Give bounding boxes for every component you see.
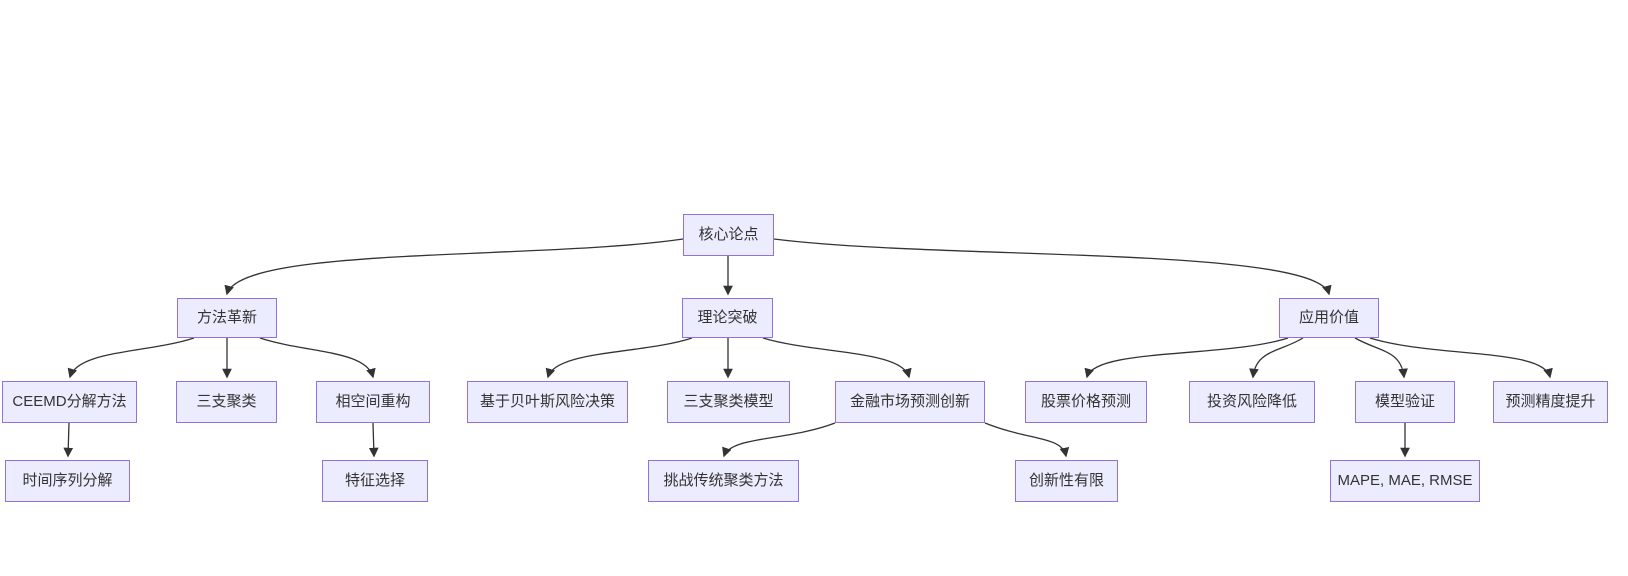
node-label: 三支聚类 — [196, 393, 257, 410]
edge-core-to-application — [773, 238, 1332, 296]
edge-finance-to-limited — [984, 422, 1070, 458]
node-label: 基于贝叶斯风险决策 — [479, 393, 615, 410]
node-limited-innovation: 创新性有限 — [1015, 460, 1118, 502]
edge-theory-to-finance — [762, 337, 912, 379]
edge-phase-to-feature — [368, 422, 379, 458]
node-method-innovation: 方法革新 — [177, 298, 277, 338]
node-label: 模型验证 — [1374, 393, 1435, 410]
edge-theory-to-bayes — [545, 337, 693, 379]
node-label: 三支聚类模型 — [683, 393, 774, 410]
node-label: 核心论点 — [698, 226, 759, 243]
node-time-series-decomposition: 时间序列分解 — [5, 460, 130, 502]
edge-application-to-precision — [1369, 337, 1553, 379]
node-core-thesis: 核心论点 — [683, 214, 774, 256]
edge-application-to-modelval — [1354, 337, 1408, 379]
node-stock-price-prediction: 股票价格预测 — [1025, 381, 1147, 423]
node-feature-selection: 特征选择 — [322, 460, 428, 502]
node-ceemd-decomposition: CEEMD分解方法 — [2, 381, 137, 423]
node-label: MAPE, MAE, RMSE — [1337, 472, 1473, 489]
edge-ceemd-to-timeseries — [63, 422, 74, 458]
node-investment-risk-reduction: 投资风险降低 — [1189, 381, 1315, 423]
edge-core-to-method — [224, 238, 684, 296]
node-label: 股票价格预测 — [1040, 393, 1131, 410]
node-theory-breakthrough: 理论突破 — [682, 298, 773, 338]
node-three-way-clustering: 三支聚类 — [176, 381, 277, 423]
edge-method-to-phase — [259, 337, 376, 379]
edge-application-to-invest — [1249, 337, 1304, 379]
edge-application-to-stock — [1084, 337, 1289, 379]
node-label: 方法革新 — [196, 309, 257, 326]
node-label: 预测精度提升 — [1505, 393, 1596, 410]
node-label: 相空间重构 — [335, 393, 411, 410]
node-forecast-precision: 预测精度提升 — [1493, 381, 1608, 423]
node-label: 应用价值 — [1298, 309, 1359, 326]
node-label: 创新性有限 — [1028, 472, 1104, 489]
node-label: 投资风险降低 — [1206, 393, 1297, 410]
node-bayes-risk-decision: 基于贝叶斯风险决策 — [467, 381, 628, 423]
edge-method-to-ceemd — [67, 337, 195, 379]
node-application-value: 应用价值 — [1279, 298, 1379, 338]
node-three-way-cluster-model: 三支聚类模型 — [667, 381, 790, 423]
node-mape-mae-rmse: MAPE, MAE, RMSE — [1330, 460, 1480, 502]
node-challenge-traditional-clustering: 挑战传统聚类方法 — [648, 460, 799, 502]
node-label: 金融市场预测创新 — [849, 393, 970, 410]
node-model-validation: 模型验证 — [1355, 381, 1455, 423]
node-financial-market-forecast: 金融市场预测创新 — [835, 381, 985, 423]
node-label: 特征选择 — [344, 472, 405, 489]
edge-finance-to-challenge — [722, 422, 836, 458]
node-label: CEEMD分解方法 — [12, 393, 127, 410]
node-label: 理论突破 — [697, 309, 758, 326]
node-label: 挑战传统聚类方法 — [663, 472, 784, 489]
node-label: 时间序列分解 — [22, 472, 113, 489]
node-phase-space-reconstruction: 相空间重构 — [316, 381, 430, 423]
